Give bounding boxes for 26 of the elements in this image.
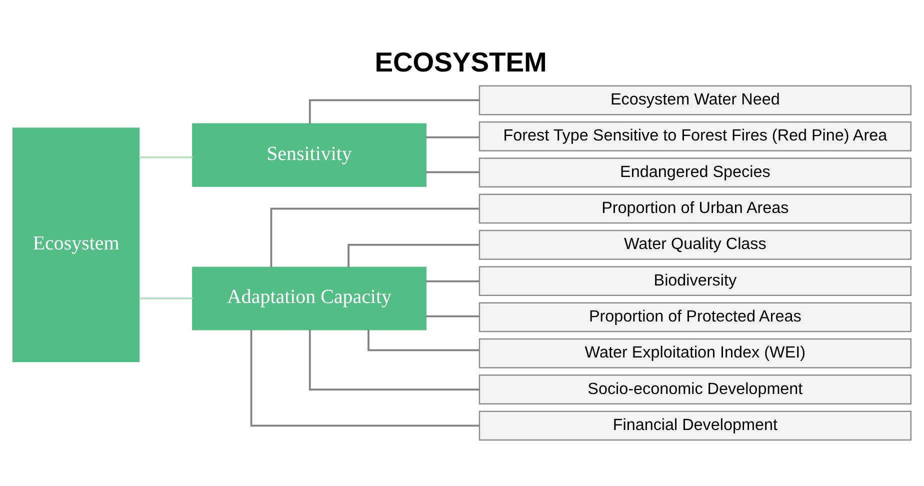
node-box: Ecosystem — [12, 128, 140, 362]
connector — [368, 330, 480, 352]
connector — [270, 208, 479, 268]
node-box: Water Quality Class — [478, 230, 912, 260]
diagram-title: ECOSYSTEM — [374, 46, 547, 78]
node-box: Endangered Species — [478, 158, 912, 188]
connector — [250, 330, 480, 427]
connector — [308, 330, 480, 390]
connector — [139, 156, 193, 158]
connector — [139, 298, 193, 300]
node-box: Water Exploitation Index (WEI) — [478, 338, 912, 368]
node-box: Proportion of Protected Areas — [478, 302, 912, 332]
connector — [348, 244, 480, 268]
node-box: Ecosystem Water Need — [478, 85, 912, 116]
node-box: Adaptation Capacity — [192, 266, 426, 330]
connector — [426, 136, 480, 138]
connector — [426, 171, 480, 174]
connector — [426, 315, 480, 318]
node-box: Financial Development — [478, 410, 912, 441]
node-box: Proportion of Urban Areas — [478, 194, 912, 224]
node-box: Forest Type Sensitive to Forest Fires (Red Pine) Area — [478, 121, 912, 152]
node-box: Biodiversity — [478, 266, 912, 296]
node-box: Sensitivity — [192, 123, 426, 187]
node-box: Socio-economic Development — [478, 374, 912, 404]
connector — [308, 99, 480, 124]
connector — [426, 280, 480, 282]
